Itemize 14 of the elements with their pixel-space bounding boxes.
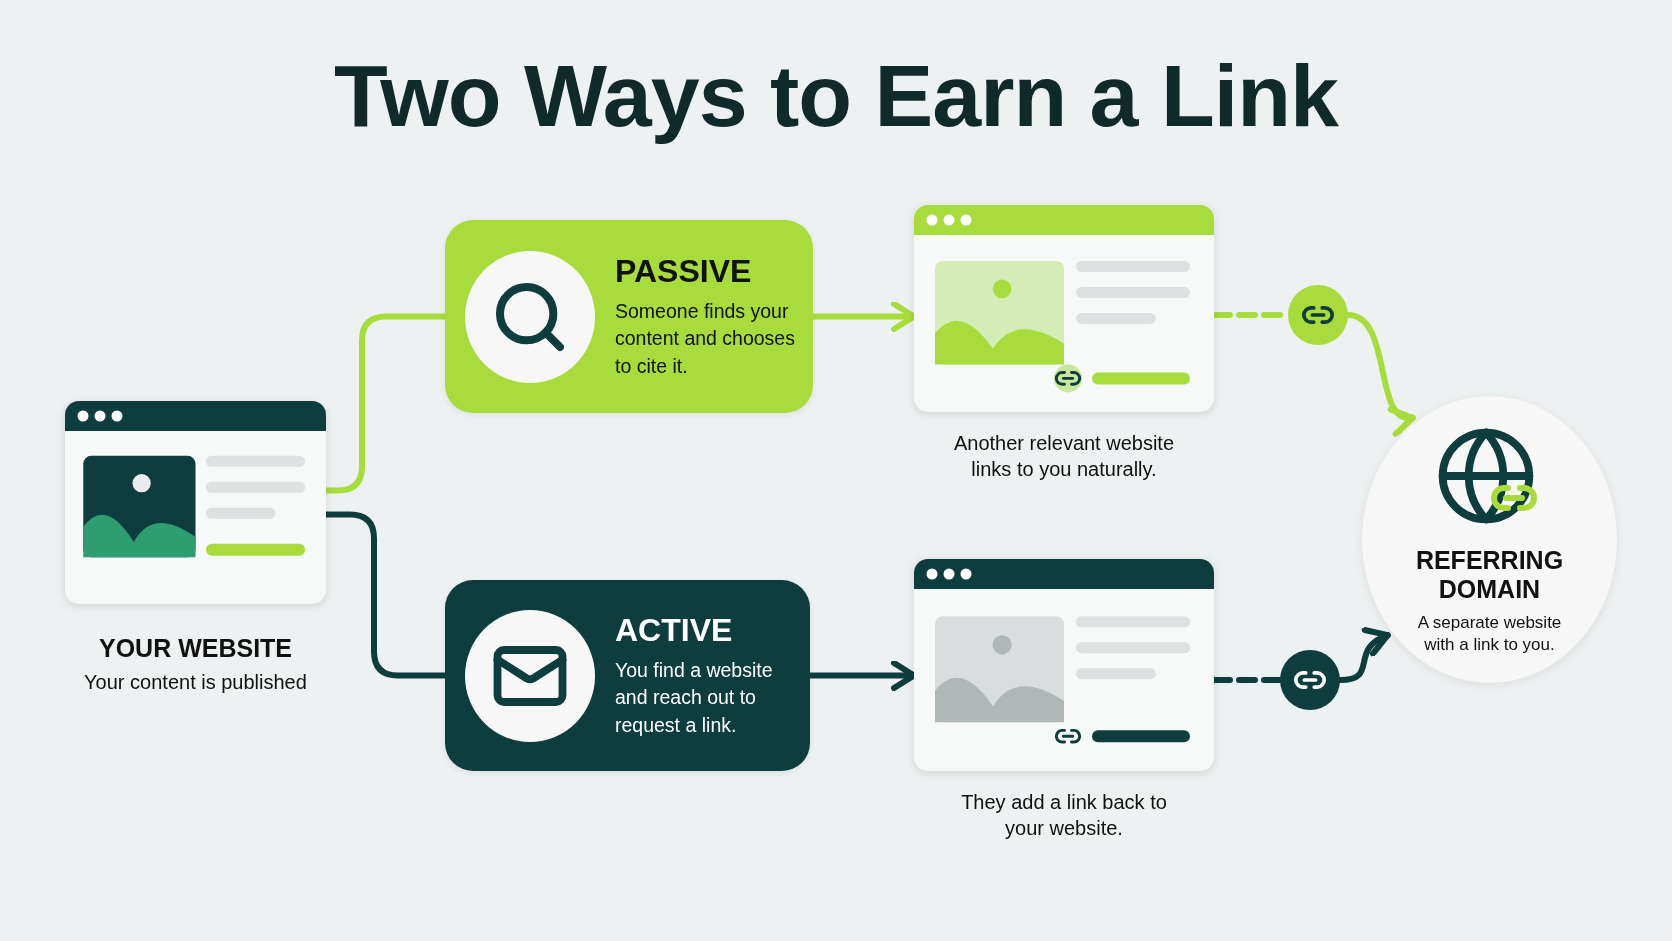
node-caption: They add a link back to your website. xyxy=(960,790,1168,841)
node-heading: YOUR WEBSITE xyxy=(98,633,293,664)
card-description: Someone finds your content and chooses to cite it. xyxy=(615,299,796,379)
node-caption: A separate website with a link to you. xyxy=(1416,611,1563,657)
card-heading: PASSIVE xyxy=(615,253,753,291)
title: Two Ways to Earn a Link xyxy=(334,48,1338,145)
card-description: You find a website and reach out to request a link. xyxy=(615,658,774,738)
node-caption: Another relevant website links to you naturally. xyxy=(952,431,1176,482)
card-heading: ACTIVE xyxy=(615,612,734,650)
process-card xyxy=(445,220,813,413)
node-caption: Your content is published xyxy=(84,669,307,695)
process-card xyxy=(445,580,810,771)
link-circle xyxy=(1288,285,1348,345)
node-heading: REFERRING DOMAIN xyxy=(1414,546,1565,604)
